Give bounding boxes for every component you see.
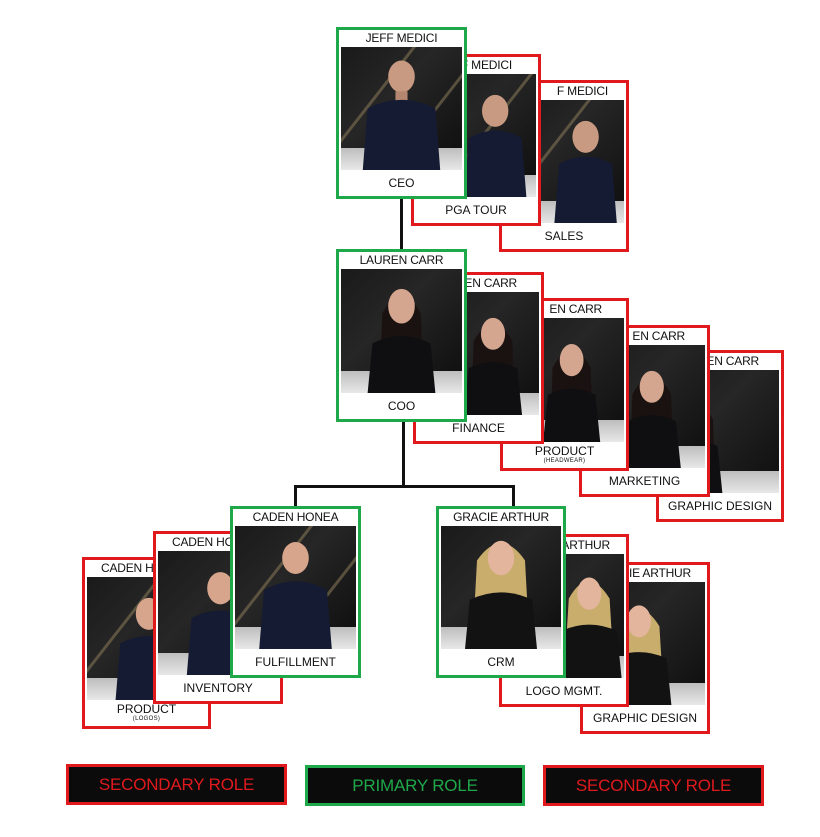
card-jeff-ceo: JEFF MEDICI CEO xyxy=(336,27,467,199)
role-label: LOGO MGMT. xyxy=(525,683,603,698)
role-label: SALES xyxy=(544,228,584,243)
role-sublabel: (LOGOS) xyxy=(132,716,161,722)
card-name: F MEDICI xyxy=(460,58,512,72)
card-caden-fulfillment: CADEN HONEA FULFILLMENT xyxy=(230,506,361,678)
role-label: CRM xyxy=(487,654,515,669)
role-label: MARKETING xyxy=(608,473,681,488)
card-role: PGA TOUR xyxy=(414,197,538,223)
card-name: CADEN HO xyxy=(172,535,234,549)
photo-caden xyxy=(235,526,356,649)
card-lauren-coo: LAUREN CARR COO xyxy=(336,249,467,422)
card-name: CADEN HONEA xyxy=(252,510,339,524)
card-gracie-crm: GRACIE ARTHUR CRM xyxy=(436,506,566,678)
card-role: SALES xyxy=(502,223,626,249)
role-label: GRAPHIC DESIGN xyxy=(667,498,772,513)
card-role: GRAPHIC DESIGN xyxy=(583,705,707,731)
card-name: ARTHUR xyxy=(561,538,610,552)
card-name: EN CARR xyxy=(549,302,602,316)
card-name: GRACIE ARTHUR xyxy=(453,510,549,524)
card-name: F MEDICI xyxy=(556,84,608,98)
photo-gracie xyxy=(441,526,561,649)
card-role: PRODUCT (HEADWEAR) xyxy=(503,442,626,468)
card-role: FULFILLMENT xyxy=(233,649,358,675)
card-name: EN CARR xyxy=(632,329,685,343)
role-label: CEO xyxy=(388,175,415,190)
card-role: INVENTORY xyxy=(156,675,280,701)
connector-to-caden xyxy=(294,485,297,507)
photo-lauren xyxy=(341,269,462,393)
connector-ceo-coo xyxy=(400,198,403,250)
role-label: COO xyxy=(387,398,416,413)
card-name: EN CARR xyxy=(706,354,759,368)
card-role: PRODUCT (LOGOS) xyxy=(85,700,208,726)
card-role: FINANCE xyxy=(416,415,541,441)
legend-secondary-right: SECONDARY ROLE xyxy=(543,765,764,806)
role-label: FINANCE xyxy=(452,420,505,435)
connector-coo-down xyxy=(402,421,405,487)
card-role: MARKETING xyxy=(582,468,707,494)
card-role: CRM xyxy=(439,649,563,675)
role-label: FULFILLMENT xyxy=(255,654,336,669)
connector-to-gracie xyxy=(512,485,515,507)
card-role: COO xyxy=(339,393,464,419)
legend-primary: PRIMARY ROLE xyxy=(305,765,525,806)
card-name: LAUREN CARR xyxy=(359,253,444,267)
photo-jeff xyxy=(341,47,462,170)
card-name: EN CARR xyxy=(464,276,517,290)
card-role: LOGO MGMT. xyxy=(502,678,626,704)
role-label: PRODUCT xyxy=(116,702,177,716)
role-label: INVENTORY xyxy=(183,680,253,695)
role-sublabel: (HEADWEAR) xyxy=(543,458,586,464)
card-name: CADEN HO xyxy=(101,561,163,575)
card-role: GRAPHIC DESIGN xyxy=(659,493,781,519)
card-name: JEFF MEDICI xyxy=(365,31,438,45)
role-label: GRAPHIC DESIGN xyxy=(592,710,697,725)
role-label: PGA TOUR xyxy=(445,202,507,217)
connector-horizontal xyxy=(294,485,514,488)
role-label: PRODUCT xyxy=(534,444,595,458)
legend-secondary-left: SECONDARY ROLE xyxy=(66,764,287,805)
card-role: CEO xyxy=(339,170,464,196)
